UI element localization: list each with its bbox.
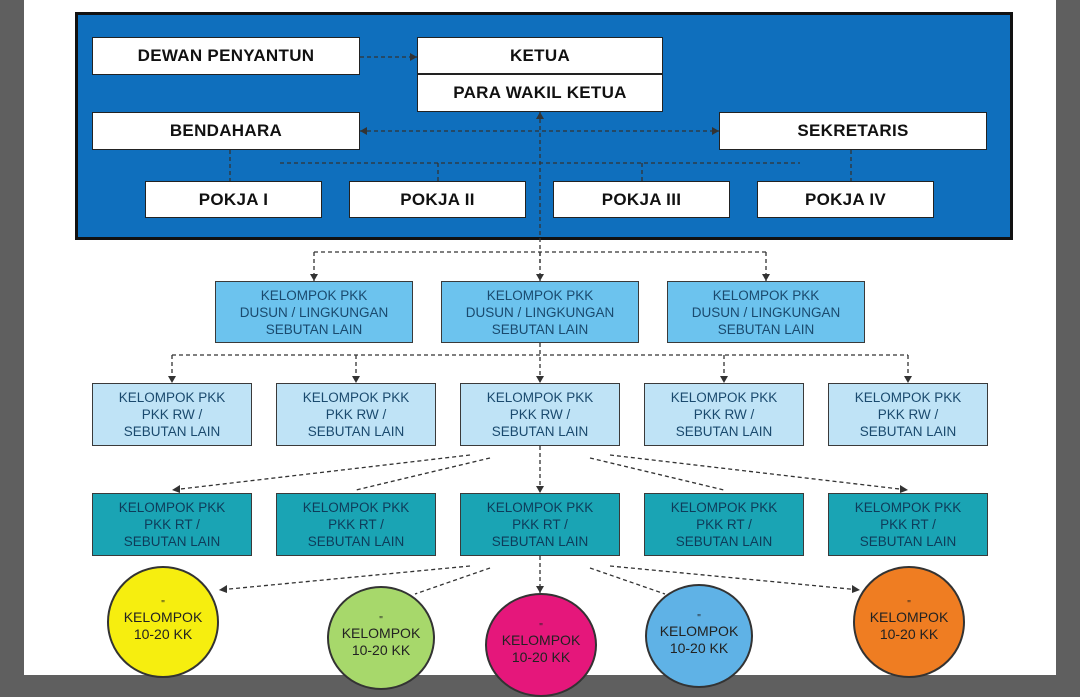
circle-kelompok-kk-2: " KELOMPOK 10-20 KK: [327, 586, 435, 690]
circle-sub: 10-20 KK: [879, 626, 939, 642]
box-kelompok-rw-2: KELOMPOK PKK PKK RW / SEBUTAN LAIN: [276, 383, 436, 446]
circle-sub: 10-20 KK: [669, 640, 729, 656]
box-pokja-3: POKJA III: [553, 181, 730, 218]
box-kelompok-rw-1: KELOMPOK PKK PKK RW / SEBUTAN LAIN: [92, 383, 252, 446]
box-kelompok-rw-4: KELOMPOK PKK PKK RW / SEBUTAN LAIN: [644, 383, 804, 446]
box-ketua: KETUA: [417, 37, 663, 74]
circle-label: KELOMPOK: [501, 632, 581, 648]
circle-mark: ": [907, 599, 911, 610]
box-kelompok-dusun-1: KELOMPOK PKK DUSUN / LINGKUNGAN SEBUTAN …: [215, 281, 413, 343]
box-kelompok-dusun-3: KELOMPOK PKK DUSUN / LINGKUNGAN SEBUTAN …: [667, 281, 865, 343]
box-kelompok-rt-2: KELOMPOK PKK PKK RT / SEBUTAN LAIN: [276, 493, 436, 556]
box-kelompok-rw-3: KELOMPOK PKK PKK RW / SEBUTAN LAIN: [460, 383, 620, 446]
circle-sub: 10-20 KK: [133, 626, 193, 642]
box-kelompok-rt-1: KELOMPOK PKK PKK RT / SEBUTAN LAIN: [92, 493, 252, 556]
box-bendahara: BENDAHARA: [92, 112, 360, 150]
circle-sub: 10-20 KK: [351, 642, 411, 658]
box-dewan-penyantun: DEWAN PENYANTUN: [92, 37, 360, 75]
circle-sub: 10-20 KK: [511, 649, 571, 665]
circle-label: KELOMPOK: [341, 625, 421, 641]
box-kelompok-rt-5: KELOMPOK PKK PKK RT / SEBUTAN LAIN: [828, 493, 988, 556]
box-pokja-4: POKJA IV: [757, 181, 934, 218]
box-kelompok-rt-3: KELOMPOK PKK PKK RT / SEBUTAN LAIN: [460, 493, 620, 556]
box-sekretaris: SEKRETARIS: [719, 112, 987, 150]
circle-mark: ": [539, 622, 543, 633]
box-para-wakil-ketua: PARA WAKIL KETUA: [417, 74, 663, 112]
box-kelompok-rw-5: KELOMPOK PKK PKK RW / SEBUTAN LAIN: [828, 383, 988, 446]
circle-label: KELOMPOK: [869, 609, 949, 625]
circle-kelompok-kk-5: " KELOMPOK 10-20 KK: [853, 566, 965, 678]
connector-lines: [168, 53, 912, 595]
circle-label: KELOMPOK: [123, 609, 203, 625]
box-pokja-2: POKJA II: [349, 181, 526, 218]
circle-mark: ": [697, 613, 701, 624]
circle-label: KELOMPOK: [659, 623, 739, 639]
box-kelompok-dusun-2: KELOMPOK PKK DUSUN / LINGKUNGAN SEBUTAN …: [441, 281, 639, 343]
circle-kelompok-kk-1: " KELOMPOK 10-20 KK: [107, 566, 219, 678]
circle-mark: ": [379, 615, 383, 626]
circle-mark: ": [161, 599, 165, 610]
box-kelompok-rt-4: KELOMPOK PKK PKK RT / SEBUTAN LAIN: [644, 493, 804, 556]
box-pokja-1: POKJA I: [145, 181, 322, 218]
